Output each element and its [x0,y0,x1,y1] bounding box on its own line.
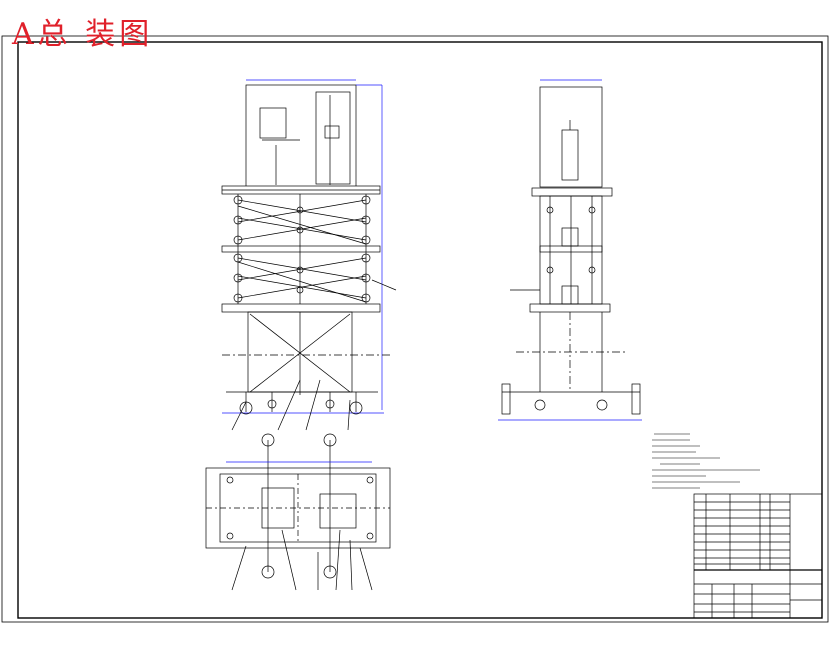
outer-border [1,35,829,623]
plan-wheels [226,433,374,579]
title-block [693,493,823,619]
side-pivots [534,206,608,411]
front-view [221,79,397,431]
front-pivots [233,195,371,415]
technical-notes [652,433,760,489]
inner-border [17,41,823,619]
side-view [498,79,642,421]
plan-view [205,440,391,591]
drawing-heading: A总 装图 [12,17,154,52]
